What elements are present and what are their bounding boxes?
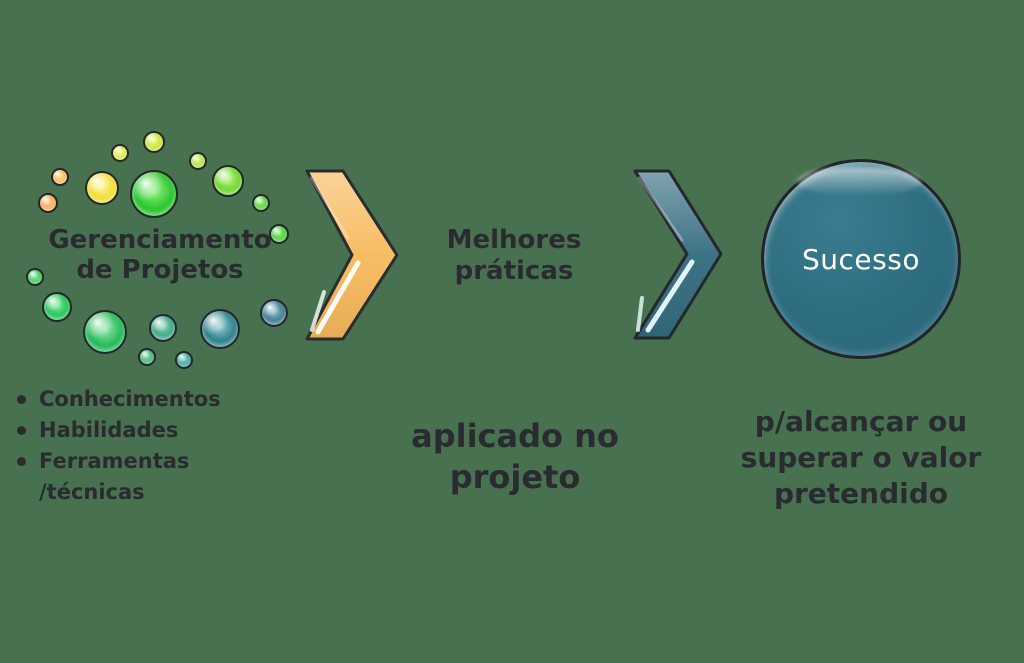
- bubble: [260, 299, 288, 327]
- bullet-label: Conhecimentos: [39, 387, 221, 411]
- middle-step-label: Melhores práticas: [384, 225, 644, 287]
- source-title-line2: de Projetos: [76, 255, 244, 285]
- source-title-line1: Gerenciamento: [48, 225, 272, 255]
- middle-step-caption: aplicado no projeto: [365, 416, 665, 498]
- bubble: [85, 171, 119, 205]
- bubble: [252, 194, 270, 212]
- bullet-label: Habilidades: [39, 418, 179, 442]
- result-caption-line2: superar o valor: [740, 441, 982, 474]
- bullet-dot-icon: [17, 395, 26, 404]
- chevron-right-teal-icon: [633, 169, 723, 340]
- bubble: [143, 131, 165, 153]
- bubble: [212, 165, 244, 197]
- bullet-item-conhecimentos: Conhecimentos: [0, 384, 221, 415]
- bullet-dot-icon: [17, 426, 26, 435]
- bubble: [42, 292, 72, 322]
- bubble: [189, 152, 207, 170]
- bullet-item-tecnicas-continuation: /técnicas: [0, 477, 221, 508]
- bubble: [269, 224, 289, 244]
- chevron-right-orange-icon: [305, 169, 399, 341]
- bullet-item-ferramentas: Ferramentas: [0, 446, 221, 477]
- bubble: [83, 310, 127, 354]
- source-bullet-list: Conhecimentos Habilidades Ferramentas /t…: [0, 384, 221, 508]
- bubble: [51, 168, 69, 186]
- source-title: Gerenciamento de Projetos: [18, 225, 302, 285]
- bubble: [149, 314, 177, 342]
- middle-caption-line1: aplicado no: [411, 417, 619, 455]
- success-circle: Sucesso: [761, 159, 961, 359]
- bubble: [26, 268, 44, 286]
- bubble: [175, 351, 193, 369]
- bullet-label: /técnicas: [39, 480, 145, 504]
- bullet-item-habilidades: Habilidades: [0, 415, 221, 446]
- bubble: [138, 348, 156, 366]
- bubble: [200, 309, 240, 349]
- result-caption-line1: p/alcançar ou: [754, 405, 968, 438]
- bubble: [111, 144, 129, 162]
- success-label: Sucesso: [802, 242, 920, 276]
- result-caption: p/alcançar ou superar o valor pretendido: [711, 404, 1011, 512]
- middle-step-line2: práticas: [454, 256, 574, 286]
- bullet-dot-icon: [17, 457, 26, 466]
- bubble: [130, 170, 178, 218]
- bullet-label: Ferramentas: [39, 449, 190, 473]
- result-caption-line3: pretendido: [773, 477, 949, 510]
- middle-caption-line2: projeto: [449, 458, 581, 496]
- bubble: [38, 193, 58, 213]
- middle-step-line1: Melhores: [446, 225, 582, 255]
